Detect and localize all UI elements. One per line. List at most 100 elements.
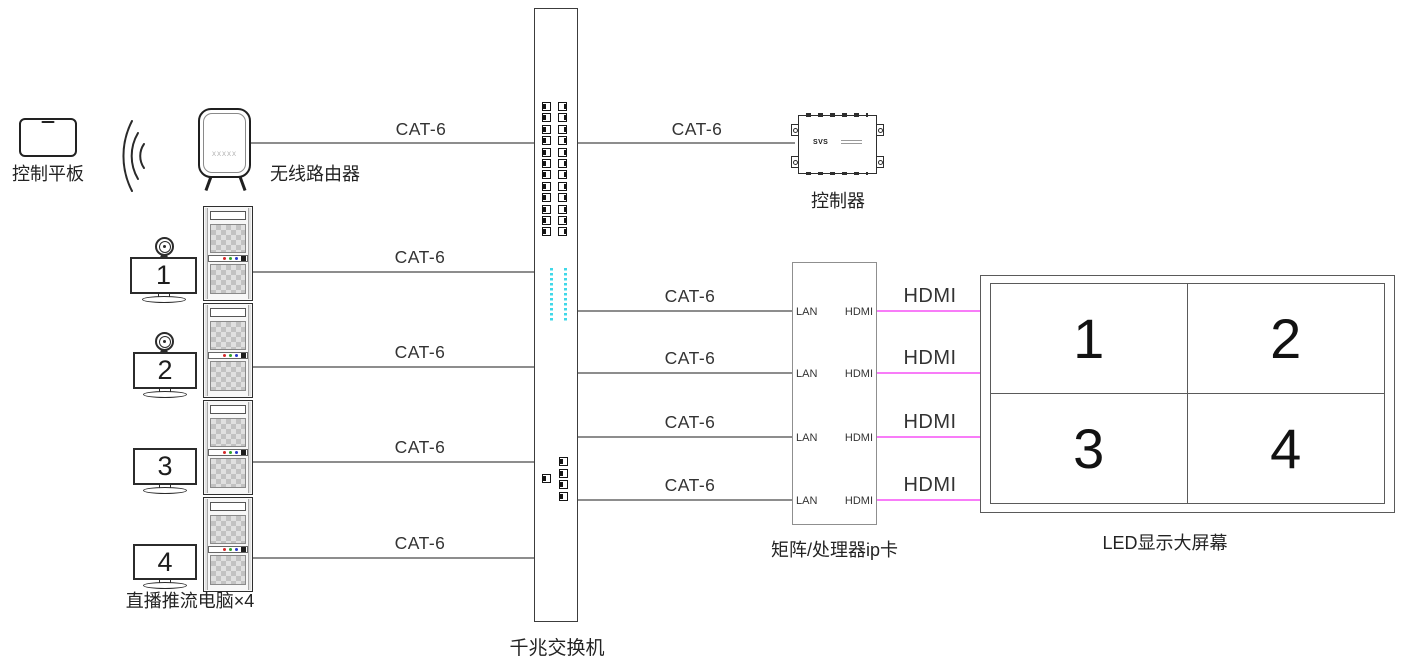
tower-rail xyxy=(248,305,251,396)
ethernet-port-icon xyxy=(558,113,567,123)
cable-switch-to-controller xyxy=(578,142,795,144)
tower-vent xyxy=(210,555,246,585)
ethernet-port-icon xyxy=(542,124,551,134)
tower-vent xyxy=(210,458,246,488)
matrix-card-icon: LAN HDMI LAN HDMI LAN HDMI LAN HDMI xyxy=(792,262,877,525)
led-wall-grid: 1 2 3 4 xyxy=(990,283,1385,504)
led-cell-1: 1 xyxy=(991,284,1188,394)
tower-vent xyxy=(210,515,246,544)
hdmi-label: HDMI xyxy=(903,411,957,433)
controller-bottom-ports xyxy=(806,171,868,175)
tower-vent xyxy=(210,264,246,294)
cable-router-to-switch xyxy=(251,142,534,144)
matrix-port-row: LAN HDMI xyxy=(793,303,876,320)
webcam-neck xyxy=(160,254,168,258)
pc-tower-1 xyxy=(203,206,253,301)
hdmi-port-label: HDMI xyxy=(844,305,873,318)
ethernet-port-icon xyxy=(542,204,551,214)
matrix-port-row: LAN HDMI xyxy=(793,429,876,446)
cable-switch-to-matrix-3 xyxy=(578,436,792,438)
tower-rail xyxy=(205,305,208,396)
cat6-label: CAT-6 xyxy=(664,348,716,368)
ethernet-port-icon xyxy=(558,124,567,134)
ethernet-port-icon xyxy=(559,468,568,478)
tower-drive-slot xyxy=(210,211,246,220)
tower-drive-slot xyxy=(210,405,246,414)
router-screen-text: XXXXX xyxy=(211,152,237,158)
hdmi-port-label: HDMI xyxy=(844,431,873,444)
cat6-label: CAT-6 xyxy=(664,286,716,306)
matrix-port-row: LAN HDMI xyxy=(793,365,876,382)
tower-drive-slot xyxy=(210,308,246,317)
tower-vent xyxy=(210,418,246,447)
switch-led-strip xyxy=(550,268,553,323)
led-cell-4: 4 xyxy=(1270,416,1302,480)
ethernet-port-icon xyxy=(558,170,567,180)
cat6-label: CAT-6 xyxy=(664,475,716,495)
monitor-3: 3 xyxy=(133,448,197,485)
hdmi-label: HDMI xyxy=(903,347,957,369)
hdmi-port-label: HDMI xyxy=(844,494,873,507)
webcam-icon xyxy=(155,332,174,351)
cable-pc3-to-switch xyxy=(252,461,534,463)
monitor-number: 2 xyxy=(157,355,173,385)
cat6-label: CAT-6 xyxy=(664,412,716,432)
hdmi-cable-4 xyxy=(877,499,980,501)
hdmi-cable-3 xyxy=(877,436,980,438)
ethernet-port-icon xyxy=(558,204,567,214)
hdmi-cable-2 xyxy=(877,372,980,374)
cat6-label: CAT-6 xyxy=(394,247,446,267)
ethernet-port-icon xyxy=(542,170,551,180)
cable-pc4-to-switch xyxy=(252,557,534,559)
ethernet-port-icon xyxy=(542,474,551,483)
ethernet-port-icon xyxy=(542,147,551,157)
hdmi-port-label: HDMI xyxy=(844,367,873,380)
cable-pc2-to-switch xyxy=(252,366,534,368)
monitor-number: 4 xyxy=(157,546,173,577)
ethernet-port-icon xyxy=(542,181,551,191)
ethernet-port-icon xyxy=(559,480,568,490)
monitor-stand-base xyxy=(143,487,187,494)
ethernet-port-icon xyxy=(542,227,551,237)
controller-top-ports xyxy=(806,113,868,117)
cat6-label: CAT-6 xyxy=(394,533,446,553)
streaming-computers-label: 直播推流电脑×4 xyxy=(125,591,255,611)
tower-rail xyxy=(205,208,208,299)
cable-switch-to-matrix-2 xyxy=(578,372,792,374)
switch-port-grid xyxy=(542,102,567,237)
wifi-signal-icon xyxy=(122,120,145,192)
monitor-1: 1 xyxy=(130,257,197,294)
ethernet-port-icon xyxy=(558,136,567,146)
tower-vent xyxy=(210,321,246,350)
pc-tower-3 xyxy=(203,400,253,495)
ethernet-port-icon xyxy=(558,147,567,157)
ethernet-port-icon xyxy=(542,193,551,203)
tower-led-bar xyxy=(208,352,248,359)
matrix-port-row: LAN HDMI xyxy=(793,492,876,509)
ethernet-port-icon xyxy=(558,227,567,237)
controller-fine-print xyxy=(841,140,862,146)
monitor-number: 3 xyxy=(157,451,173,481)
matrix-card-label: 矩阵/处理器ip卡 xyxy=(770,540,898,560)
ethernet-port-icon xyxy=(558,181,567,191)
ethernet-port-icon xyxy=(542,136,551,146)
monitor-2: 2 xyxy=(133,352,197,389)
cable-switch-to-matrix-1 xyxy=(578,310,792,312)
router-leg xyxy=(204,175,213,192)
control-tablet-icon xyxy=(19,118,77,157)
pc-tower-4 xyxy=(203,497,253,592)
lan-port-label: LAN xyxy=(796,431,818,444)
controller-label: 控制器 xyxy=(811,191,865,211)
ethernet-port-icon xyxy=(542,113,551,123)
ethernet-port-icon xyxy=(558,158,567,168)
monitor-4: 4 xyxy=(133,544,197,580)
ethernet-port-icon xyxy=(559,457,568,466)
cat6-label: CAT-6 xyxy=(671,119,723,139)
lan-port-label: LAN xyxy=(796,494,818,507)
wireless-router-label: 无线路由器 xyxy=(270,164,360,184)
tower-rail xyxy=(248,402,251,493)
led-wall-label: LED显示大屏幕 xyxy=(1102,533,1228,553)
tower-rail xyxy=(248,208,251,299)
ethernet-port-icon xyxy=(542,158,551,168)
